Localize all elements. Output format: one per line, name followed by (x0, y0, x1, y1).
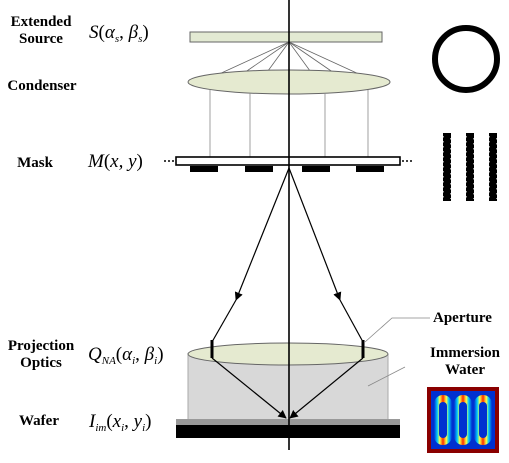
label-mask: Mask (17, 155, 53, 171)
wafer-substrate (176, 425, 400, 438)
label-immersion-water: Immersion Water (430, 345, 500, 378)
equation-mask: M(x, y) (88, 151, 143, 172)
three-line-grating-icon (442, 133, 498, 201)
condenser-ray-fan (216, 41, 362, 76)
water-callout-line (367, 366, 406, 387)
resist-layer (176, 419, 400, 425)
equation-source: S(αs, βs) (89, 22, 149, 45)
label-wafer: Wafer (19, 413, 59, 429)
aperture-callout-line (364, 317, 430, 343)
projection-lens (187, 342, 389, 366)
illumination-rays (209, 90, 369, 157)
imaging-rays (211, 357, 364, 419)
label-extended-source: Extended Source (10, 14, 72, 47)
source-plate (189, 31, 383, 43)
label-condenser: Condenser (7, 78, 77, 94)
label-aperture: Aperture (433, 310, 492, 326)
aerial-image-heatmap-icon (427, 387, 499, 453)
mask-absorber-pattern (190, 166, 384, 172)
equation-pupil: QNA(αi, βi) (88, 344, 164, 367)
label-projection-optics: Projection Optics (7, 338, 75, 371)
mask-plate (175, 156, 401, 166)
annular-ring-icon (432, 25, 500, 93)
equation-image: Iim(xi, yi) (89, 411, 152, 434)
diffracted-rays (211, 167, 364, 343)
